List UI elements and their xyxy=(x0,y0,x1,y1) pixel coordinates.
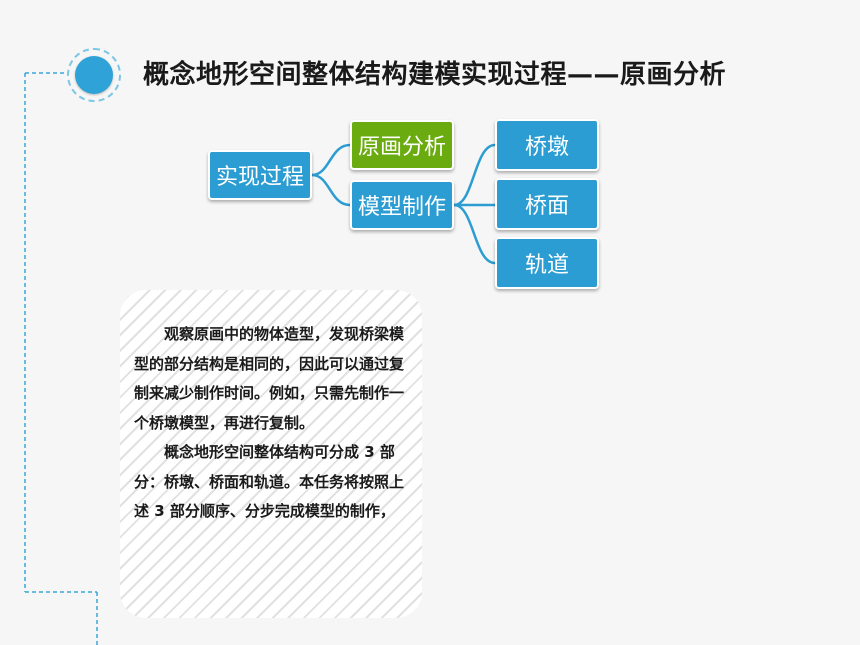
page-title: 概念地形空间整体结构建模实现过程——原画分析 xyxy=(143,60,727,90)
diagram-node-track: 轨道 xyxy=(495,237,599,289)
circle-bullet-fill xyxy=(75,56,113,94)
description-text: 观察原画中的物体造型，发现桥梁模型的部分结构是相同的，因此可以通过复制来减少制作… xyxy=(134,320,410,527)
diagram-node-bridge-deck: 桥面 xyxy=(495,178,599,230)
circle-bullet-icon xyxy=(67,48,121,102)
diagram-node-root: 实现过程 xyxy=(208,150,312,200)
diagram-node-bridge-pier: 桥墩 xyxy=(495,119,599,171)
diagram-node-model-making: 模型制作 xyxy=(350,180,454,230)
description-paragraph: 观察原画中的物体造型，发现桥梁模型的部分结构是相同的，因此可以通过复制来减少制作… xyxy=(134,325,405,432)
diagram-node-original-art-analysis: 原画分析 xyxy=(350,120,454,170)
description-box: 观察原画中的物体造型，发现桥梁模型的部分结构是相同的，因此可以通过复制来减少制作… xyxy=(120,290,422,618)
description-paragraph: 概念地形空间整体结构可分成 3 部分：桥墩、桥面和轨道。本任务将按照上述 3 部… xyxy=(134,443,405,520)
